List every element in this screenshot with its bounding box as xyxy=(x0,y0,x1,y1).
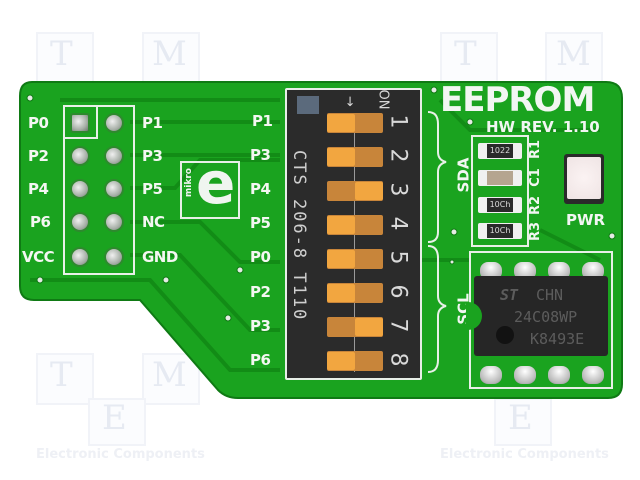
board-revision: HW REV. 1.10 xyxy=(486,118,600,136)
r2-label: R2 xyxy=(528,195,544,216)
dip-switch[interactable]: → ON CTS 206-8 T110 1 2 3 4 5 6 7 8 xyxy=(285,88,422,380)
c1-label: C1 xyxy=(527,168,543,187)
watermark-letter: T xyxy=(454,34,477,74)
header-label: GND xyxy=(142,248,178,266)
header-label: NC xyxy=(142,213,165,231)
dip-number: 4 xyxy=(385,216,411,231)
header-label: P3 xyxy=(142,147,163,165)
dip-toggle-6[interactable] xyxy=(327,283,383,303)
dip-toggle-4[interactable] xyxy=(327,215,383,235)
watermark-text: Electronic Components xyxy=(440,447,609,462)
chip-pin xyxy=(480,262,502,280)
header-pad xyxy=(70,212,90,232)
dip-number: 7 xyxy=(385,318,411,333)
dip-label: P3 xyxy=(250,317,271,335)
chip-pin xyxy=(582,366,604,384)
chip-pin xyxy=(548,262,570,280)
chip-pin xyxy=(514,366,536,384)
chip-text-line3: K8493E xyxy=(530,330,585,348)
dip-number: 3 xyxy=(385,182,411,197)
header-pad xyxy=(104,179,124,199)
dip-toggle-8[interactable] xyxy=(327,351,383,371)
watermark-letter: T xyxy=(50,34,73,74)
dip-number: 1 xyxy=(385,114,411,129)
watermark-letter: T xyxy=(50,355,73,395)
chip-pin xyxy=(582,262,604,280)
dip-number: 5 xyxy=(385,250,411,265)
dip-model-text: CTS 206-8 T110 xyxy=(289,150,309,322)
capacitor-c1 xyxy=(478,170,522,186)
dip-label: P2 xyxy=(250,283,271,301)
dip-label: P4 xyxy=(250,180,271,198)
header-pad xyxy=(104,113,124,133)
dip-number: 6 xyxy=(385,284,411,299)
dip-label: P0 xyxy=(250,248,271,266)
header-label: P6 xyxy=(30,213,51,231)
chip-pin xyxy=(514,262,536,280)
on-label: ON xyxy=(375,89,391,110)
resistor-r3: 10Ch xyxy=(478,223,522,239)
chip-brand: ST xyxy=(500,286,519,304)
dip-toggle-5[interactable] xyxy=(327,249,383,269)
dip-toggle-2[interactable] xyxy=(327,147,383,167)
header-pad xyxy=(70,179,90,199)
chip-text-line2: 24C08WP xyxy=(514,308,578,326)
power-led xyxy=(564,154,604,204)
dip-number: 2 xyxy=(385,148,411,163)
logo-word: mikro xyxy=(184,168,194,198)
header-pad xyxy=(70,146,90,166)
header-label: P2 xyxy=(28,147,49,165)
chip-pin xyxy=(548,366,570,384)
logo-letter: e xyxy=(196,149,236,217)
resistor-r1: 1022 xyxy=(478,143,522,159)
watermark-letter: E xyxy=(102,398,127,438)
header-label: P5 xyxy=(142,180,163,198)
chip-pin xyxy=(480,366,502,384)
dip-toggle-7[interactable] xyxy=(327,317,383,337)
header-label: P0 xyxy=(28,114,49,132)
chip-text-line1: CHN xyxy=(536,286,564,304)
header-pad xyxy=(70,247,90,267)
board-title: EEPROM xyxy=(440,80,595,120)
r3-label: R3 xyxy=(528,221,544,242)
watermark-letter: M xyxy=(152,34,187,74)
header-pad xyxy=(104,247,124,267)
watermark-letter: M xyxy=(152,355,187,395)
pin1-marker xyxy=(297,96,319,114)
header-pad xyxy=(70,113,90,133)
header-pad xyxy=(104,212,124,232)
dip-label: P1 xyxy=(252,112,273,130)
eeprom-chip: ST CHN 24C08WP K8493E xyxy=(466,276,608,356)
dip-label: P3 xyxy=(250,146,271,164)
header-pad xyxy=(104,146,124,166)
header-label: P4 xyxy=(28,180,49,198)
watermark-letter: M xyxy=(556,34,591,74)
dip-label: P5 xyxy=(250,214,271,232)
pwr-label: PWR xyxy=(566,211,606,229)
arrow-on-icon: → xyxy=(342,96,357,107)
sda-label: SDA xyxy=(454,157,473,193)
watermark-text: Electronic Components xyxy=(36,447,205,462)
dip-toggle-3[interactable] xyxy=(327,181,383,201)
dip-label: P6 xyxy=(250,351,271,369)
dip-number: 8 xyxy=(385,352,411,367)
header-label: VCC xyxy=(22,248,55,266)
resistor-r2: 10Ch xyxy=(478,197,522,213)
watermark-letter: E xyxy=(508,398,533,438)
r1-label: R1 xyxy=(528,139,544,160)
header-label: P1 xyxy=(142,114,163,132)
dip-toggle-1[interactable] xyxy=(327,113,383,133)
